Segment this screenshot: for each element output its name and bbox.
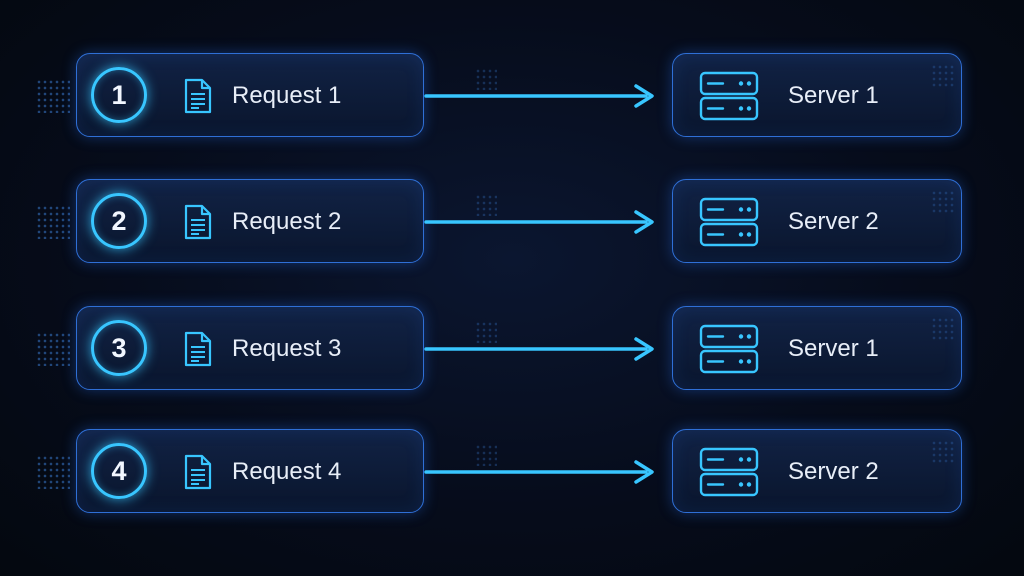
decorative-dots: [36, 79, 70, 113]
decorative-dots: [36, 455, 70, 489]
arrow-right-icon: [424, 460, 654, 484]
document-icon: [184, 331, 212, 367]
server-icon: [699, 447, 759, 497]
mapping-row: 1 Request 1: [0, 53, 1024, 139]
request-card: 3 Request 3: [76, 306, 497, 390]
decorative-dots: [931, 64, 955, 88]
document-icon: [184, 454, 212, 490]
decorative-dots: [931, 440, 955, 464]
decorative-dots: [475, 444, 497, 466]
request-card: 2 Request 2: [76, 179, 497, 263]
arrow-right-icon: [424, 337, 654, 361]
decorative-dots: [475, 194, 497, 216]
server-card: Server 1: [672, 306, 962, 390]
server-icon: [699, 324, 759, 374]
decorative-dots: [931, 190, 955, 214]
step-number-badge: 1: [91, 67, 147, 123]
document-icon: [184, 78, 212, 114]
document-icon: [184, 204, 212, 240]
server-card: Server 2: [672, 429, 962, 513]
request-label: Request 3: [232, 335, 342, 362]
step-number-badge: 4: [91, 443, 147, 499]
server-label: Server 2: [788, 458, 879, 485]
request-label: Request 1: [232, 82, 342, 109]
server-label: Server 1: [788, 82, 879, 109]
server-card: Server 1: [672, 53, 962, 137]
server-icon: [699, 71, 759, 121]
decorative-dots: [36, 205, 70, 239]
step-number-badge: 2: [91, 193, 147, 249]
arrow-right-icon: [424, 84, 654, 108]
mapping-row: 4 Request 4: [0, 429, 1024, 515]
server-icon: [699, 197, 759, 247]
decorative-dots: [475, 68, 497, 90]
decorative-dots: [931, 317, 955, 341]
arrow-right-icon: [424, 210, 654, 234]
server-label: Server 2: [788, 208, 879, 235]
request-label: Request 2: [232, 208, 342, 235]
request-label: Request 4: [232, 458, 342, 485]
mapping-row: 2 Request 2: [0, 179, 1024, 265]
server-card: Server 2: [672, 179, 962, 263]
step-number-badge: 3: [91, 320, 147, 376]
decorative-dots: [475, 321, 497, 343]
decorative-dots: [36, 332, 70, 366]
server-label: Server 1: [788, 335, 879, 362]
mapping-row: 3 Request 3: [0, 306, 1024, 392]
request-card: 4 Request 4: [76, 429, 497, 513]
request-card: 1 Request 1: [76, 53, 497, 137]
